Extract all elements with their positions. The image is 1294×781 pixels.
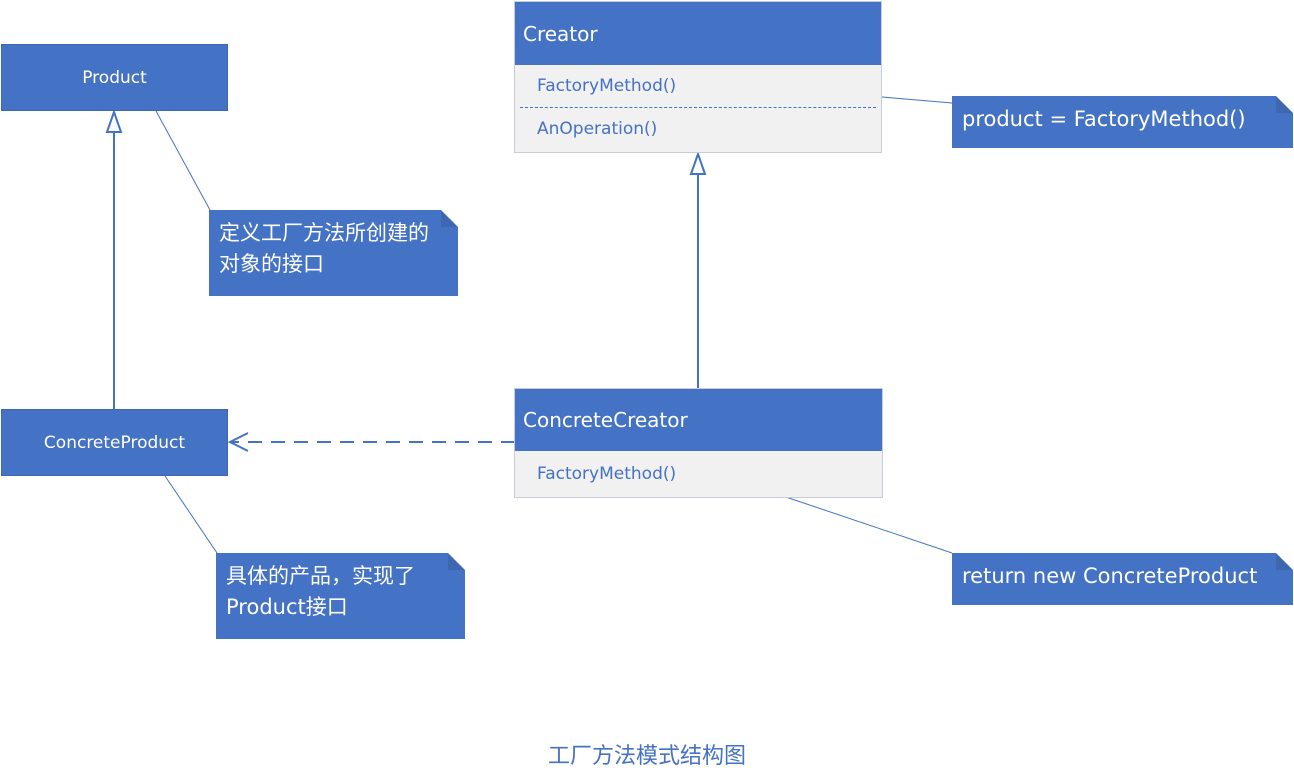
- diagram-caption: 工厂方法模式结构图: [547, 744, 746, 769]
- product-note: 定义工厂方法所创建的对象的接口: [209, 210, 458, 296]
- creator-note: product = FactoryMethod(): [952, 96, 1293, 148]
- concrete-creator-class[interactable]: ConcreteCreator FactoryMethod(): [514, 388, 883, 498]
- note-connector-product: [155, 110, 211, 211]
- concrete-product-box[interactable]: ConcreteProduct: [1, 409, 228, 476]
- note-fold-cut: [441, 210, 458, 227]
- note-fold-cut: [448, 553, 465, 570]
- concrete-creator-title: ConcreteCreator: [515, 389, 882, 451]
- creator-method-separator: [520, 107, 876, 108]
- concrete-creator-method-factory: FactoryMethod(): [537, 464, 677, 484]
- inheritance-arrowhead-product: [105, 108, 123, 133]
- product-box[interactable]: Product: [1, 44, 228, 111]
- creator-title: Creator: [515, 2, 881, 65]
- concrete-product-note: 具体的产品，实现了Product接口: [216, 553, 465, 639]
- note-connector-concrete-creator: [770, 491, 953, 554]
- concrete-product-note-text: 具体的产品，实现了Product接口: [226, 564, 415, 619]
- concrete-creator-note: return new ConcreteProduct: [952, 553, 1293, 605]
- note-connector-creator: [881, 96, 953, 104]
- creator-class[interactable]: Creator FactoryMethod() AnOperation(): [514, 1, 882, 153]
- note-fold-cut: [1276, 553, 1293, 570]
- note-connector-concrete-product: [164, 475, 218, 554]
- note-fold-cut: [1276, 96, 1293, 113]
- product-label: Product: [82, 67, 147, 88]
- creator-note-text: product = FactoryMethod(): [962, 107, 1246, 131]
- product-note-text: 定义工厂方法所创建的对象的接口: [219, 221, 429, 276]
- inheritance-arrowhead-creator: [689, 150, 707, 175]
- concrete-product-label: ConcreteProduct: [43, 432, 186, 453]
- concrete-creator-note-text: return new ConcreteProduct: [962, 564, 1258, 588]
- creator-method-anoperation: AnOperation(): [537, 119, 658, 139]
- dependency-arrowhead: [227, 432, 249, 452]
- creator-method-factory: FactoryMethod(): [537, 76, 677, 96]
